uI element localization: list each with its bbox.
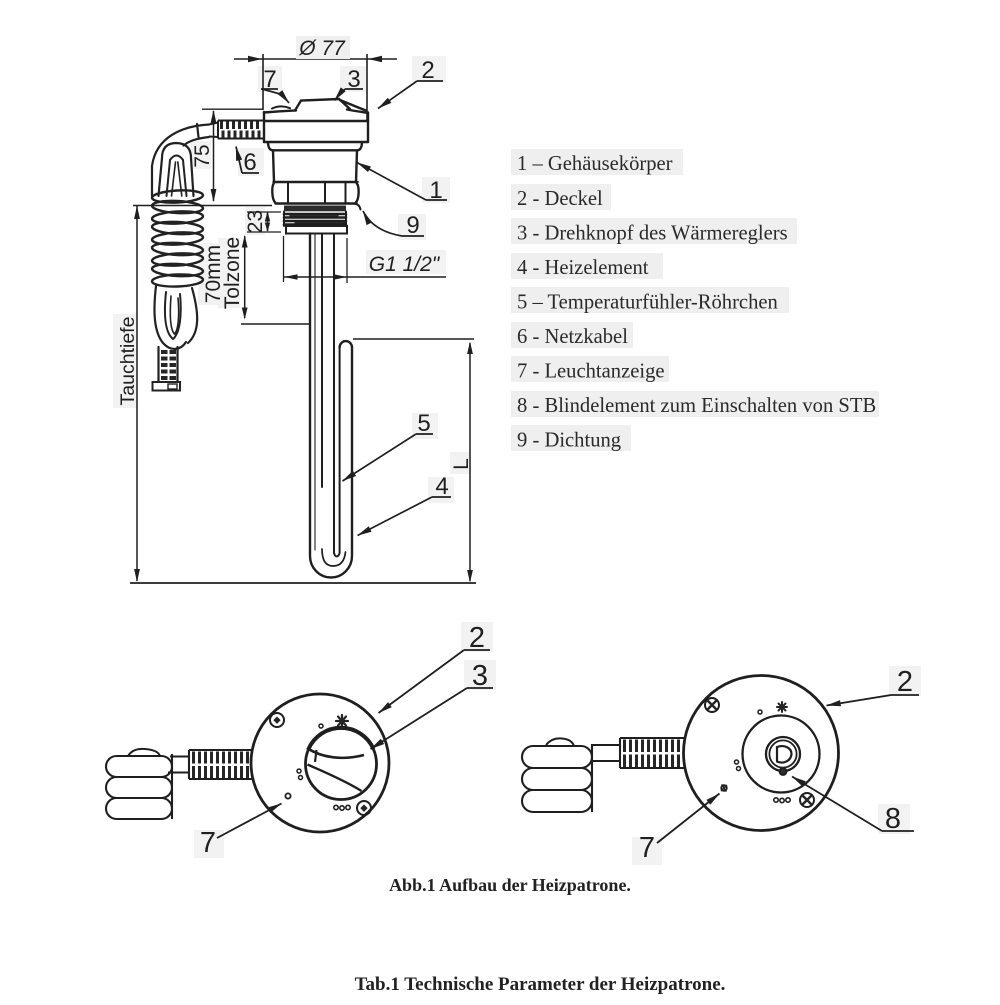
svg-text:2: 2	[421, 57, 434, 84]
svg-text:3 - Drehknopf des Wärmereglers: 3 - Drehknopf des Wärmereglers	[517, 223, 788, 245]
svg-text:Abb.1 Aufbau der Heizpatrone.: Abb.1 Aufbau der Heizpatrone.	[389, 875, 631, 895]
svg-text:1: 1	[429, 177, 442, 204]
svg-text:5 – Temperaturfühler-Röhrchen: 5 – Temperaturfühler-Röhrchen	[517, 292, 778, 314]
svg-text:2: 2	[469, 622, 485, 654]
svg-text:6 - Netzkabel: 6 - Netzkabel	[517, 326, 628, 348]
svg-text:3: 3	[347, 66, 360, 93]
svg-text:7: 7	[200, 827, 216, 859]
svg-text:8 - Blindelement zum Einschalt: 8 - Blindelement zum Einschalten von STB	[517, 395, 876, 417]
svg-text:2 - Deckel: 2 - Deckel	[517, 188, 603, 210]
svg-text:G1 1/2": G1 1/2"	[369, 253, 441, 276]
svg-text:9: 9	[406, 212, 419, 239]
svg-text:9 - Dichtung: 9 - Dichtung	[517, 430, 621, 452]
svg-text:1 – Gehäusekörper: 1 – Gehäusekörper	[517, 153, 673, 175]
svg-text:L: L	[450, 458, 473, 470]
svg-text:3: 3	[472, 660, 488, 692]
svg-text:23: 23	[244, 210, 267, 233]
svg-text:4 - Heizelement: 4 - Heizelement	[517, 257, 649, 279]
svg-text:5: 5	[417, 410, 430, 437]
svg-text:Tab.1 Technische Parameter der: Tab.1 Technische Parameter der Heizpatro…	[355, 974, 726, 995]
svg-text:7: 7	[639, 832, 655, 864]
svg-text:7: 7	[263, 66, 276, 93]
svg-text:Tolzone: Tolzone	[221, 237, 244, 309]
svg-text:6: 6	[243, 149, 256, 176]
svg-text:70mm: 70mm	[202, 245, 225, 303]
svg-text:8: 8	[885, 803, 901, 835]
svg-text:Tauchtiefe: Tauchtiefe	[117, 317, 139, 406]
svg-text:75: 75	[191, 144, 214, 167]
svg-text:7 - Leuchtanzeige: 7 - Leuchtanzeige	[517, 361, 665, 383]
svg-text:4: 4	[435, 473, 448, 500]
svg-text:2: 2	[897, 666, 913, 698]
svg-text:Ø 77: Ø 77	[298, 37, 346, 60]
